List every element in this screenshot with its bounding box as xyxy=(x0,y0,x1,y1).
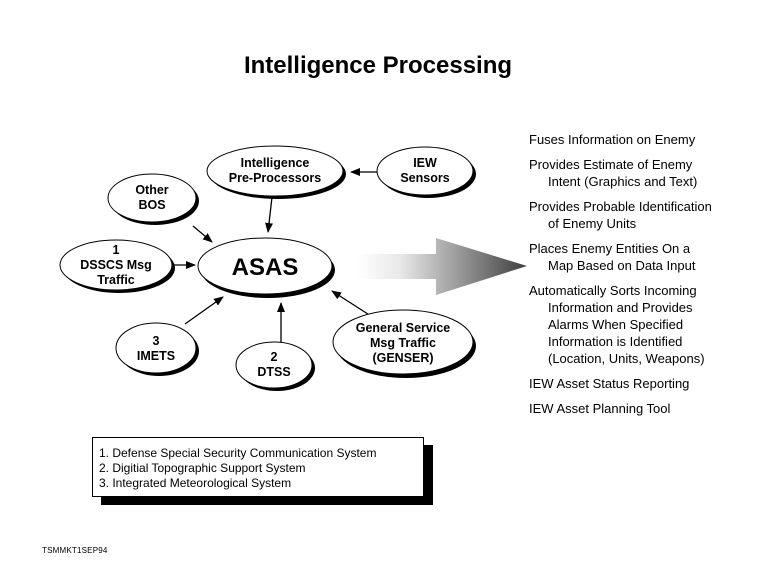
capability-item: Provides Probable Identification of Enem… xyxy=(529,198,765,232)
node-iew-sensors: IEW Sensors xyxy=(376,146,476,198)
capability-line: Provides Estimate of Enemy xyxy=(529,157,693,172)
node-intel-preprocessors-line2: Pre-Processors xyxy=(229,171,321,185)
capability-line: Map Based on Data Input xyxy=(548,258,696,273)
capabilities-list: Fuses Information on Enemy Provides Esti… xyxy=(529,131,765,425)
node-dtss: 2 DTSS xyxy=(235,341,315,391)
node-imets-line2: IMETS xyxy=(137,349,175,363)
arrow-otherbos-to-asas xyxy=(192,225,213,243)
capability-item: IEW Asset Planning Tool xyxy=(529,400,765,417)
node-dsscs-line3: Traffic xyxy=(97,273,135,287)
node-asas: ASAS xyxy=(197,237,335,298)
capability-line: of Enemy Units xyxy=(548,216,637,231)
node-other-bos-line2: BOS xyxy=(138,198,165,212)
capability-item: Provides Estimate of Enemy Intent (Graph… xyxy=(529,156,765,190)
node-asas-label: ASAS xyxy=(232,254,299,281)
node-genser-line3: (GENSER) xyxy=(372,351,433,365)
capability-line: Information and Provides xyxy=(548,300,693,315)
node-genser: General Service Msg Traffic (GENSER) xyxy=(332,309,476,378)
arrow-imets-to-asas xyxy=(184,296,224,325)
node-genser-line2: Msg Traffic xyxy=(370,336,436,350)
node-dtss-line1: 2 xyxy=(271,350,278,364)
capability-line: Fuses Information on Enemy xyxy=(529,132,696,147)
page-title: Intelligence Processing xyxy=(243,52,513,79)
legend-item-imets: 3. Integrated Meteorological System xyxy=(99,476,292,490)
node-iew-sensors-line1: IEW xyxy=(413,156,437,170)
legend-item-dtss: 2. Digitial Topographic Support System xyxy=(99,461,306,475)
capability-line: Intent (Graphics and Text) xyxy=(548,174,698,189)
node-intel-preprocessors-line1: Intelligence xyxy=(241,156,310,170)
capability-line: Automatically Sorts Incoming xyxy=(529,283,697,298)
output-arrow xyxy=(358,238,527,295)
node-other-bos-line1: Other xyxy=(135,183,168,197)
capability-item: IEW Asset Status Reporting xyxy=(529,375,765,392)
capability-line: Information is Identified xyxy=(548,334,683,349)
capability-item: Automatically Sorts Incoming Information… xyxy=(529,282,765,367)
node-genser-line1: General Service xyxy=(356,321,451,335)
node-imets: 3 IMETS xyxy=(115,322,199,376)
capability-line: Alarms When Specified xyxy=(548,317,684,332)
legend-item-dsscs: 1. Defense Special Security Communicatio… xyxy=(99,446,377,460)
arrow-genser-to-asas xyxy=(331,290,372,317)
node-other-bos: Other BOS xyxy=(107,173,199,225)
capability-item: Places Enemy Entities On a Map Based on … xyxy=(529,240,765,274)
capability-line: Places Enemy Entities On a xyxy=(529,241,691,256)
capability-line: (Location, Units, Weapons) xyxy=(548,351,705,366)
node-imets-line1: 3 xyxy=(153,334,160,348)
node-dsscs-line1: 1 xyxy=(113,243,120,257)
node-iew-sensors-line2: Sensors xyxy=(400,171,449,185)
node-intel-preprocessors: Intelligence Pre-Processors xyxy=(206,145,346,199)
node-dtss-line2: DTSS xyxy=(257,365,290,379)
footer-code: TSMMKT1SEP94 xyxy=(42,546,108,555)
acronym-legend: 1. Defense Special Security Communicatio… xyxy=(92,437,424,497)
capability-line: IEW Asset Status Reporting xyxy=(529,376,690,391)
arrow-preprocessors-to-asas xyxy=(265,196,273,233)
node-dsscs-line2: DSSCS Msg xyxy=(80,258,152,272)
node-dsscs: 1 DSSCS Msg Traffic xyxy=(59,239,175,293)
capability-line: IEW Asset Planning Tool xyxy=(529,401,671,416)
capability-line: Provides Probable Identification xyxy=(529,199,712,214)
capability-item: Fuses Information on Enemy xyxy=(529,131,765,148)
